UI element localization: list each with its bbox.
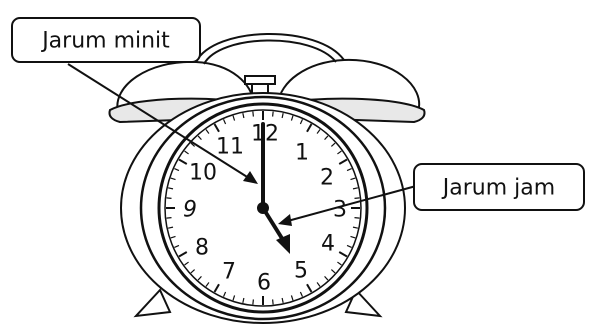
numeral-5: 5 [294,259,308,284]
minute-hand-pointer [67,63,253,181]
hour-hand-label-box [413,163,585,211]
hour-hand-pointer [283,185,417,223]
minute-tick [316,129,321,134]
minute-tick [350,235,356,239]
minute-tick [272,111,274,117]
minute-tick [232,115,236,121]
numeral-1: 1 [295,141,309,166]
minute-tick [205,129,210,134]
minute-tick [272,299,274,305]
minute-tick [306,283,313,293]
minute-tick [213,123,220,133]
minute-tick [205,282,210,287]
minute-tick [222,119,227,125]
minute-tick [174,167,180,172]
minute-tick [166,217,172,219]
minute-tick [242,297,245,304]
minute-tick [350,177,356,181]
minute-hand-label-box [11,17,201,63]
minute-tick [184,150,189,155]
numeral-6: 6 [257,271,271,296]
minute-ticks [166,111,360,305]
hand-pivot [257,202,269,214]
minute-tick [190,269,196,274]
numeral-9: 9 [183,198,197,223]
minute-tick [178,158,188,165]
minute-tick [354,217,360,219]
minute-tick [337,150,342,155]
clock-handle [195,33,345,65]
minute-tick [197,135,202,141]
minute-tick [170,235,176,239]
minute-tick [330,269,336,274]
minute-tick [352,187,359,190]
callout-minute-hand: Jarum minit [11,17,258,184]
minute-tick [170,177,176,181]
minute-tick [167,187,174,190]
minute-hand-label: Jarum minit [40,29,170,54]
minute-tick [337,261,342,266]
minute-tick [352,226,359,229]
minute-tick [290,295,294,301]
minute-tick [330,142,336,147]
minute-tick [167,226,174,229]
numeral-7: 7 [222,260,236,285]
minute-tick [316,282,321,287]
callout-hour-hand: Jarum jam [278,163,585,226]
minute-tick [324,135,329,141]
minute-tick [338,158,348,165]
numeral-10: 10 [189,161,217,186]
minute-tick [174,244,180,249]
minute-tick [299,291,304,297]
minute-tick [222,291,227,297]
numeral-8: 8 [195,236,209,261]
numeral-3: 3 [333,198,347,223]
minute-tick [346,167,352,172]
minute-tick [242,112,245,119]
minute-tick [346,244,352,249]
minute-tick [290,115,294,121]
minute-tick [213,283,220,293]
minute-tick [252,111,254,117]
hour-hand [261,206,290,254]
minute-tick [306,123,313,133]
minute-tick [197,275,202,281]
minute-tick [190,142,196,147]
numeral-2: 2 [320,166,334,191]
minute-tick [178,251,188,258]
minute-tick [184,261,189,266]
minute-tick [299,119,304,125]
minute-tick [324,275,329,281]
numeral-11: 11 [216,135,244,160]
minute-tick [338,251,348,258]
minute-tick [252,299,254,305]
minute-tick [281,297,284,304]
numeral-4: 4 [321,232,335,257]
minute-tick [281,112,284,119]
hour-hand-label: Jarum jam [441,176,555,201]
minute-tick [354,197,360,199]
minute-tick [166,197,172,199]
minute-tick [232,295,236,301]
